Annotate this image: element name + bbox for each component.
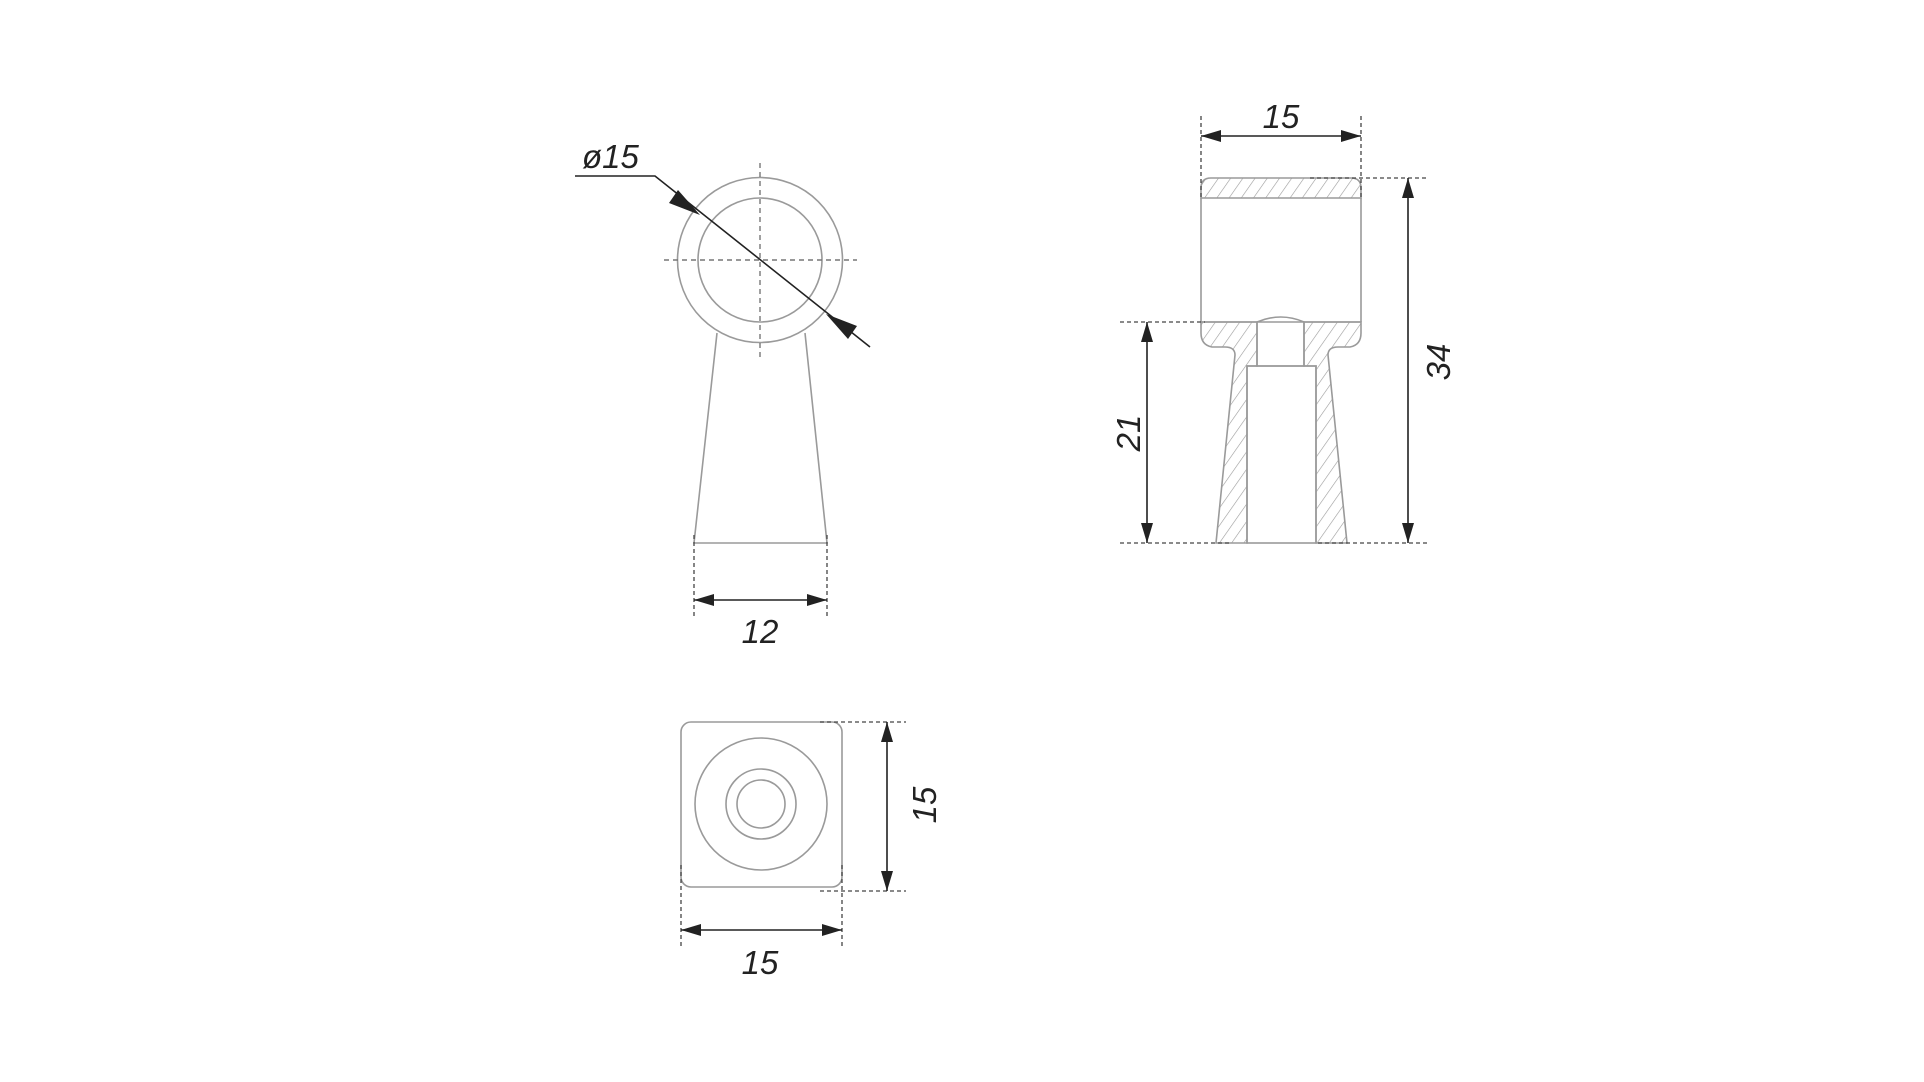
total-height-label: 34: [1420, 344, 1457, 381]
base-outer-circle: [694, 737, 828, 871]
stem-section-left: [1200, 321, 1258, 544]
base-width-label: 12: [742, 613, 779, 650]
screw-bore: [1246, 365, 1317, 544]
cap-section: [1200, 177, 1362, 199]
base-mid-circle: [725, 768, 797, 840]
top-width-label: 15: [1263, 98, 1300, 135]
stem-height-label: 21: [1110, 415, 1147, 453]
diameter-label: ø15: [582, 138, 640, 175]
base-height-label: 15: [906, 786, 943, 823]
small-bore: [1256, 316, 1305, 367]
stem-section-right: [1303, 321, 1362, 544]
base-inner-circle: [736, 779, 786, 829]
stem-outline: [693, 332, 828, 544]
section-view: 15 34 21: [1110, 98, 1457, 544]
square-base: [680, 721, 843, 888]
base-width-label: 15: [742, 944, 779, 981]
diameter-leader: [575, 175, 871, 348]
front-view: ø15 12: [575, 138, 871, 650]
diameter-arrow-top: [669, 190, 700, 215]
diameter-arrow-bottom: [826, 314, 857, 339]
bottom-view: 15 15: [680, 721, 943, 981]
